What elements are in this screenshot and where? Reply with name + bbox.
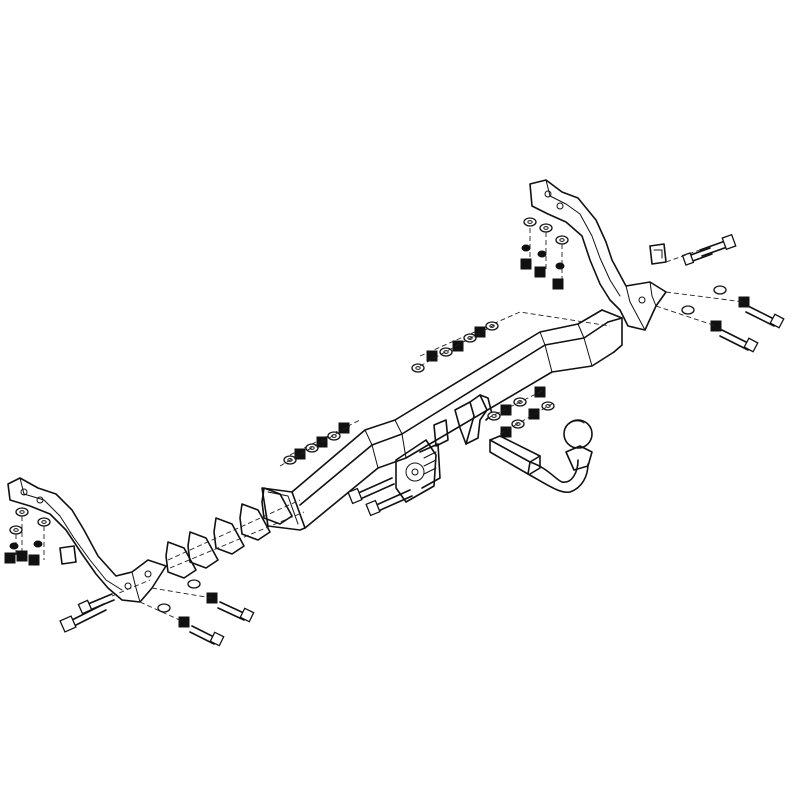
beam-top-fasteners	[411, 321, 499, 373]
left-arm-bolts	[59, 579, 255, 647]
right-side-arm	[529, 179, 667, 331]
hitch-fasteners	[487, 386, 555, 438]
left-clip-nut	[59, 545, 77, 565]
right-arm-bolts	[655, 233, 785, 353]
left-arm-fasteners	[4, 507, 51, 566]
socket-mounting-plate	[395, 419, 449, 503]
tow-ball-neck	[489, 419, 593, 494]
right-arm-fasteners	[520, 217, 569, 290]
main-crossbeam	[261, 309, 623, 531]
spacer-plates	[165, 487, 305, 579]
socket-plate-bolts	[347, 477, 413, 517]
left-side-arm	[7, 477, 167, 603]
beam-left-fasteners	[279, 422, 351, 467]
right-clip-nut	[649, 243, 667, 265]
tow-ball	[563, 419, 593, 449]
hitch-bracket	[454, 394, 493, 445]
